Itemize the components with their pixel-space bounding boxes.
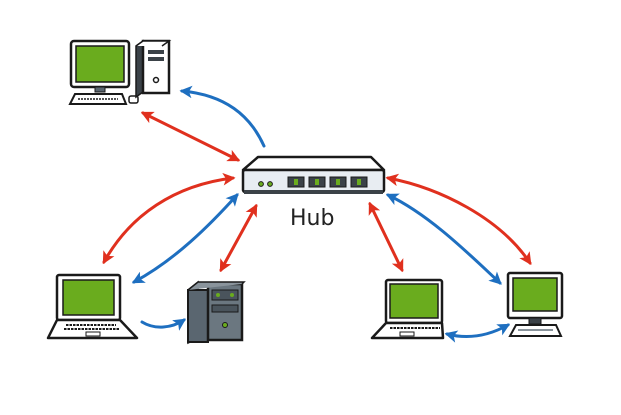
hub-led bbox=[267, 181, 273, 187]
hub-base bbox=[244, 190, 383, 194]
laptop-left bbox=[46, 273, 139, 340]
monitor-stand bbox=[528, 317, 542, 325]
arrow-blue-hub-monitor bbox=[385, 193, 502, 285]
hub-led bbox=[258, 181, 264, 187]
tower-front bbox=[141, 39, 171, 95]
touchpad bbox=[399, 331, 415, 337]
power-button bbox=[152, 76, 160, 84]
server-drive bbox=[211, 304, 239, 313]
hub-port bbox=[329, 176, 347, 188]
hub-port bbox=[350, 176, 368, 188]
connections bbox=[102, 85, 532, 343]
laptop-base bbox=[370, 321, 445, 340]
arrow-blue-laptop-monitor bbox=[444, 323, 511, 343]
server-power-led bbox=[222, 322, 228, 328]
server-led bbox=[216, 293, 220, 297]
arrow-red-hub-monitor bbox=[385, 173, 532, 266]
arrow-red-hub-laptop-right bbox=[368, 201, 404, 273]
monitor-screen bbox=[512, 277, 558, 312]
hub-top bbox=[241, 155, 386, 172]
hub-device: Hub bbox=[241, 155, 386, 231]
server-led bbox=[230, 293, 234, 297]
server-panel bbox=[211, 289, 239, 301]
touchpad bbox=[85, 331, 101, 337]
monitor-stand bbox=[94, 86, 106, 93]
tower-top bbox=[135, 40, 172, 47]
laptop-right bbox=[370, 278, 445, 340]
arrow-blue-hub-desktop bbox=[179, 85, 266, 148]
hub-port bbox=[287, 176, 305, 188]
server-tower bbox=[187, 280, 246, 345]
laptop-screen bbox=[62, 279, 115, 316]
monitor-screen bbox=[75, 45, 125, 83]
drive-bay bbox=[148, 50, 164, 54]
arrow-blue-laptop-server bbox=[140, 318, 187, 331]
drive-bay bbox=[148, 57, 164, 61]
server-top bbox=[187, 281, 246, 291]
desktop-monitor-right bbox=[506, 271, 564, 337]
laptop-screen bbox=[389, 283, 439, 319]
hub-ports bbox=[287, 176, 368, 188]
hub-leds bbox=[258, 181, 273, 187]
hub-port bbox=[308, 176, 326, 188]
arrow-red-hub-server bbox=[219, 203, 258, 273]
server-left-panel bbox=[187, 289, 209, 343]
hub-label: Hub bbox=[290, 206, 334, 231]
desktop-computer-top bbox=[68, 39, 172, 105]
arrow-red-hub-desktop bbox=[140, 111, 241, 162]
